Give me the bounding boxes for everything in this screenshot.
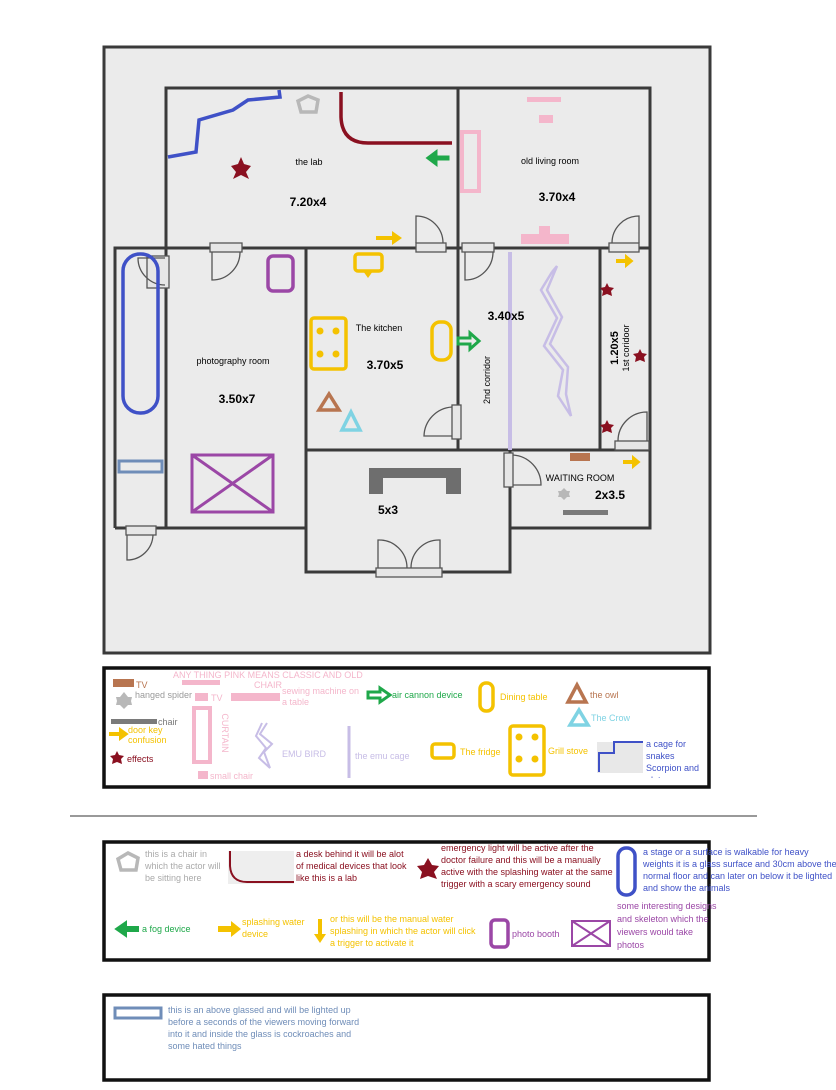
skeleton-design-area (190, 453, 275, 514)
legend-dining: Dining table (500, 692, 548, 702)
legend-fridge: The fridge (460, 747, 501, 757)
legend-owl: the owl (590, 690, 619, 700)
lab-desk (339, 92, 452, 145)
room-kitchen-name: The kitchen (356, 323, 403, 333)
effects-icon-1 (600, 283, 614, 296)
room-lab-name: the lab (295, 157, 322, 167)
door-bottom-left (125, 525, 157, 536)
above-glass-cockroaches (117, 459, 164, 474)
waiting-chair (563, 510, 608, 515)
splashing-water-icon (376, 231, 402, 245)
bottom-desk-counter (369, 468, 461, 494)
legend-fog: a fog device (142, 924, 191, 934)
air-cannon-icon (456, 329, 482, 353)
dining-table (430, 320, 453, 362)
legend-tv: TV (136, 680, 148, 690)
door-main-double (375, 567, 443, 578)
door-key-icon-top (616, 253, 634, 269)
room-bottom-size: 5x3 (378, 503, 398, 517)
legend-chair-actor: this is a chair in which the actor will … (145, 849, 221, 883)
legend-booth: photo booth (512, 929, 560, 939)
room-kitchen-size: 3.70x5 (367, 358, 404, 372)
door-living (608, 242, 640, 253)
grill-stove (309, 316, 348, 371)
lab-stage-outline (167, 89, 282, 159)
legend-emergency: emergency light will be active after the… (441, 843, 613, 889)
door-corridor1 (614, 440, 650, 451)
room-corridor1-size: 1.20x5 (609, 331, 621, 365)
emu-bird (539, 265, 573, 417)
legend-cage: a cage for snakes Scorpion and alot more (646, 739, 700, 778)
door-kitchen (451, 404, 462, 440)
owl-icon (315, 390, 343, 412)
actor-chair-icon (295, 94, 320, 114)
legend-stage: a stage or a surface is walkable for hea… (643, 847, 836, 893)
room-waiting-name: WAITING ROOM (546, 473, 615, 483)
door-waiting (503, 452, 514, 488)
door-key-icon-bottom (623, 454, 641, 470)
legend-manual: or this will be the manual water splashi… (330, 914, 476, 948)
legend-pink-tv: TV (211, 693, 223, 703)
door-corridor-top (461, 242, 495, 253)
pink-chair-top (527, 97, 561, 102)
legend-glass: this is an above glassed and will be lig… (168, 1005, 360, 1051)
legend-pink-note: ANY THING PINK MEANS CLASSIC AND OLD (173, 670, 363, 680)
room-corridor1-name: 1st coridoor (621, 324, 631, 371)
legend-door-key: door key confusion (128, 725, 167, 745)
photo-booth (266, 254, 295, 293)
legend-desk: a desk behind it will be alot of medical… (296, 849, 407, 883)
pink-curtain (460, 130, 481, 193)
legend-crow: The Crow (591, 713, 631, 723)
room-corridor2-name: 2nd corridor (482, 356, 492, 404)
legend-effects: effects (127, 754, 154, 764)
effects-icon-2 (633, 349, 647, 362)
pink-sewing-machine (539, 226, 550, 234)
effects-icon-3 (600, 420, 614, 433)
legend-grill: Grill stove (548, 746, 588, 756)
legend-sewing: sewing machine on a table (282, 686, 360, 707)
grill-burners (316, 327, 340, 358)
legend-curtain: CURTAIN (220, 713, 230, 752)
room-photo-size: 3.50x7 (219, 392, 256, 406)
legend-splash: splashing water device (242, 917, 305, 939)
plan-frame (102, 45, 712, 655)
hanged-spider-icon (558, 488, 570, 500)
legend-designs: some interesting designs and skeleton wh… (617, 901, 717, 950)
room-waiting-size: 2x3.5 (595, 488, 625, 502)
legend-emu-bird: EMU BIRD (282, 749, 327, 759)
room-living-name: old living room (521, 156, 579, 166)
room-living-size: 3.70x4 (539, 190, 576, 204)
legend-small-chair: small chair (210, 771, 253, 781)
legend-pink-chair: CHAIR (254, 680, 283, 690)
glass-stage (121, 252, 160, 415)
legend-2-frame (102, 840, 711, 962)
waiting-tv (570, 453, 590, 461)
crow-icon (339, 408, 363, 432)
door-photo (209, 242, 243, 253)
legend-chair: chair (158, 717, 178, 727)
legend-emu-cage: the emu cage (355, 751, 410, 761)
legend-3-frame (102, 993, 711, 1082)
legend-spider: hanged spider (135, 690, 192, 700)
legend-air-cannon: air cannon device (392, 690, 463, 700)
room-corridor2-size: 3.40x5 (488, 309, 525, 323)
room-photo-name: photography room (196, 356, 269, 366)
effects-light-icon (231, 157, 251, 179)
pink-tv (539, 115, 553, 123)
pink-sewing-table (521, 234, 569, 244)
door-lab (415, 242, 447, 253)
fog-device-icon (425, 149, 450, 167)
room-lab-size: 7.20x4 (290, 195, 327, 209)
